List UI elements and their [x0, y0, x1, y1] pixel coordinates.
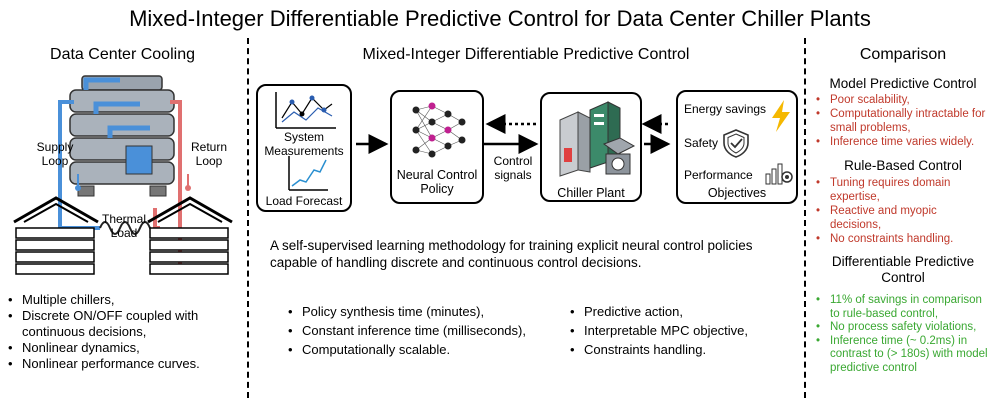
list-item: Inference time varies widely.: [816, 135, 1000, 149]
list-item: Nonlinear dynamics,: [8, 340, 246, 356]
shield-check-icon: [723, 129, 749, 158]
return-pipe: [170, 100, 182, 268]
cooling-section-title: Data Center Cooling: [50, 46, 195, 63]
mpc-list: Poor scalability, Computationally intrac…: [816, 93, 1000, 149]
page-title: Mixed-Integer Differentiable Predictive …: [129, 6, 871, 31]
load-forecast-icon: [288, 156, 328, 191]
chiller-plant-icon: [559, 101, 636, 177]
chiller-stack-icon: [69, 75, 175, 197]
list-item: Interpretable MPC objective,: [570, 321, 800, 340]
neural-network-icon: [412, 102, 466, 158]
load-forecast-label: Load Forecast: [265, 194, 343, 208]
lightning-bolt-icon: [772, 100, 790, 132]
performance-label: Performance: [684, 168, 753, 182]
mpc-title: Model Predictive Control: [829, 76, 977, 91]
list-item: Poor scalability,: [816, 93, 1000, 107]
measurements-chart-icon: [275, 92, 336, 129]
thermometer-hot-icon: [185, 185, 191, 191]
energy-savings-label: Energy savings: [684, 102, 767, 116]
list-item: No constraints handling.: [816, 232, 1000, 246]
method-benefits-list-left: Policy synthesis time (minutes), Constan…: [288, 302, 558, 359]
thermometer-cold-icon: [75, 185, 81, 191]
rbc-title: Rule-Based Control: [844, 158, 962, 173]
chiller-plant-label: Chiller Plant: [557, 186, 625, 200]
list-item: Constant inference time (milliseconds),: [288, 321, 558, 340]
list-item: Predictive action,: [570, 302, 800, 321]
objectives-box: Energy savings Safety Performance Object…: [676, 90, 798, 204]
list-item: Constraints handling.: [570, 340, 800, 359]
server-rack-icon: [13, 196, 99, 275]
method-section-title: Mixed-Integer Differentiable Predictive …: [362, 46, 690, 63]
list-item: Computationally scalable.: [288, 340, 558, 359]
method-benefits-list-right: Predictive action, Interpretable MPC obj…: [570, 302, 800, 359]
list-item: Policy synthesis time (minutes),: [288, 302, 558, 321]
flow-arrows: [356, 114, 671, 154]
server-rack-icon: [147, 196, 233, 275]
chiller-plant-box: Chiller Plant: [540, 92, 642, 202]
list-item: Nonlinear performance curves.: [8, 356, 246, 372]
divider-left: [247, 38, 249, 398]
performance-gear-chart-icon: [765, 163, 793, 185]
list-item: Multiple chillers,: [8, 292, 246, 308]
list-item: No process safety violations,: [816, 321, 1000, 335]
comparison-section-title: Comparison: [859, 46, 947, 63]
method-description: A self-supervised learning methodology f…: [270, 238, 753, 270]
data-center-cooling-illustration: [13, 75, 233, 275]
cooling-challenges-list: Multiple chillers, Discrete ON/OFF coupl…: [8, 292, 246, 372]
safety-label: Safety: [684, 136, 719, 150]
objectives-label: Objectives: [707, 186, 767, 200]
divider-right: [804, 38, 806, 398]
